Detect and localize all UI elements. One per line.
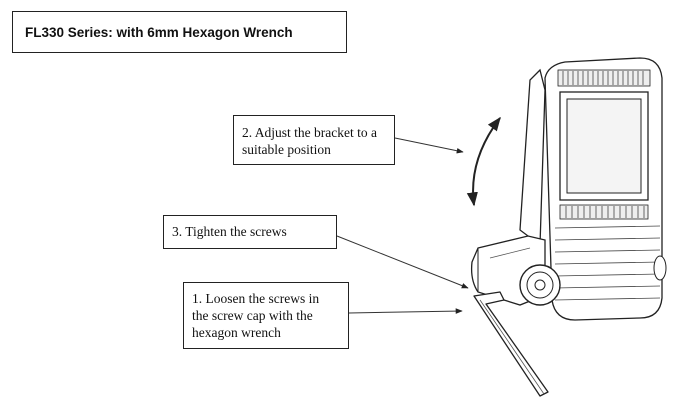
callout-adjust-bracket: 2. Adjust the bracket to a suitable posi… — [233, 115, 395, 165]
top-cooling-fins — [557, 69, 651, 87]
bottom-ribs — [554, 225, 661, 301]
rotation-arrow — [466, 116, 501, 207]
bracket-inner-line — [489, 247, 531, 259]
leader-line-loosen — [348, 308, 463, 314]
leader-line-adjust — [394, 137, 464, 154]
callout-loosen-screws: 1. Loosen the screws in the screw cap wi… — [183, 282, 349, 349]
callout-loosen-line-2: the screw cap with the — [192, 308, 313, 323]
light-back-plate — [519, 68, 546, 247]
callout-adjust-line-2: suitable position — [242, 142, 331, 157]
callout-adjust-line-1: 2. Adjust the bracket to a — [242, 125, 377, 140]
callout-loosen-line-1: 1. Loosen the screws in — [192, 291, 320, 306]
callout-tighten-screws: 3. Tighten the screws — [163, 215, 337, 249]
leader-line-tighten — [336, 235, 469, 289]
title-box: FL330 Series: with 6mm Hexagon Wrench — [12, 11, 347, 53]
side-knob — [653, 255, 667, 281]
callout-loosen-line-3: hexagon wrench — [192, 325, 281, 340]
screw-head — [534, 279, 546, 291]
lower-cooling-fins — [559, 204, 649, 220]
title-text: FL330 Series: with 6mm Hexagon Wrench — [25, 24, 293, 40]
callout-tighten-line-1: 3. Tighten the screws — [172, 224, 287, 239]
hexagon-wrench-edge — [479, 299, 545, 395]
lens-glass — [566, 98, 642, 194]
